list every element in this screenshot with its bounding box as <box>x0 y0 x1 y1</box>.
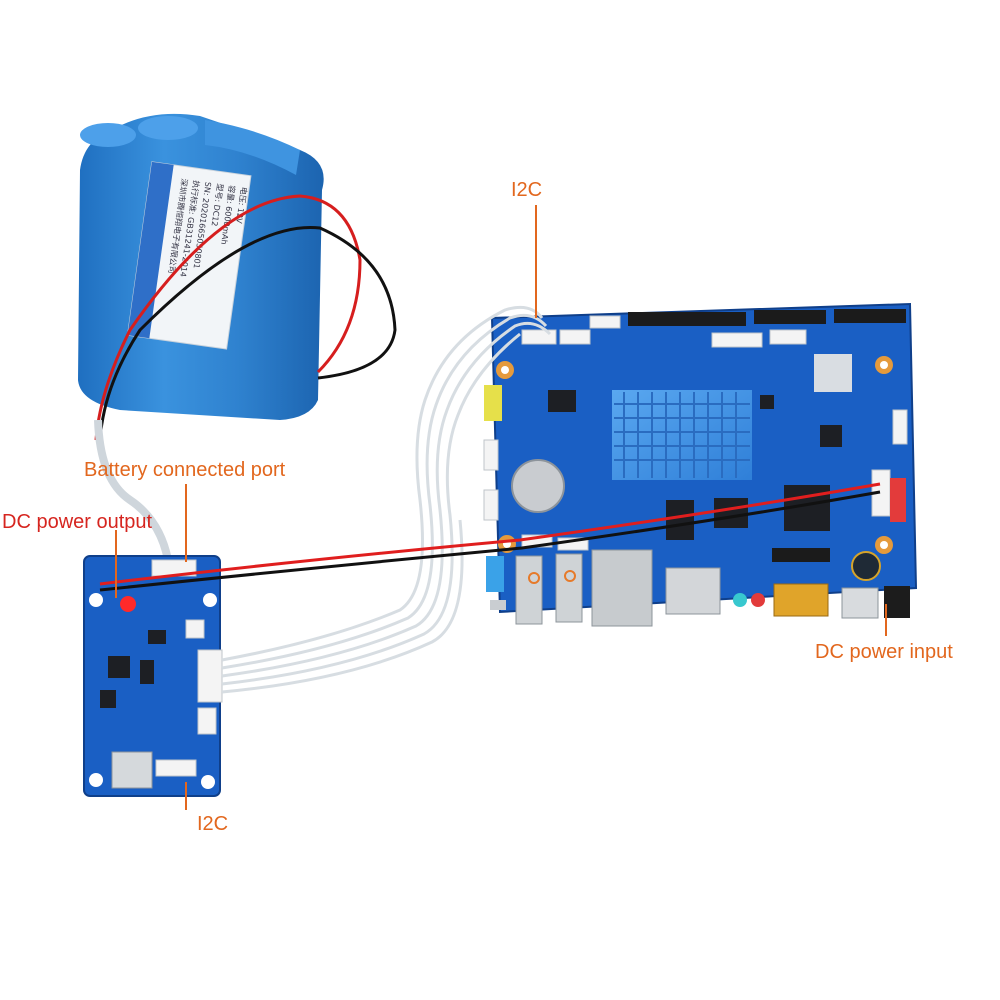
dc-output-label: DC power output <box>2 511 153 533</box>
blue-connector <box>486 556 504 592</box>
module-chips <box>100 630 166 708</box>
led-red <box>751 593 765 607</box>
battery-black-wire <box>98 225 397 441</box>
dc-jack <box>884 586 910 618</box>
dc-input-label: DC power input <box>815 641 953 663</box>
pin-headers <box>628 309 906 562</box>
sd-slot <box>665 567 721 615</box>
usb-ports <box>515 553 583 625</box>
wifi-module <box>814 354 852 392</box>
red-connector <box>890 478 906 522</box>
power-module-board <box>83 555 223 797</box>
power-led <box>120 596 136 612</box>
micro-usb-port <box>490 600 506 610</box>
battery-lead <box>94 419 172 561</box>
main-board <box>483 302 918 627</box>
callout-lines <box>115 205 887 810</box>
coin-cell <box>511 459 565 513</box>
hdmi-port <box>773 583 829 617</box>
yellow-module <box>484 385 502 421</box>
battery-red-wire <box>94 194 362 441</box>
i2c-bottom-label: I2C <box>197 813 229 835</box>
capacitor <box>851 551 881 581</box>
mount-holes <box>496 356 893 554</box>
type-c-port <box>111 751 153 789</box>
i2c-connector <box>197 649 223 703</box>
heatsink <box>612 390 752 480</box>
led-teal <box>733 593 747 607</box>
dc-black-wire <box>99 490 881 592</box>
i2c-top-label: I2C <box>511 179 543 201</box>
connectors <box>483 315 908 551</box>
ethernet-port <box>591 549 653 627</box>
battery-port-label: Battery connected port <box>84 459 286 481</box>
i2c-ribbon-cable <box>221 305 552 694</box>
dc-red-wire <box>99 482 881 586</box>
battery-pack: 电压: 12V 容量: 6000mAh 型号: DC12 SN: 2020166… <box>78 113 397 561</box>
battery-label-sticker: 电压: 12V 容量: 6000mAh 型号: DC12 SN: 2020166… <box>126 161 252 350</box>
usb-c-port <box>841 587 879 619</box>
